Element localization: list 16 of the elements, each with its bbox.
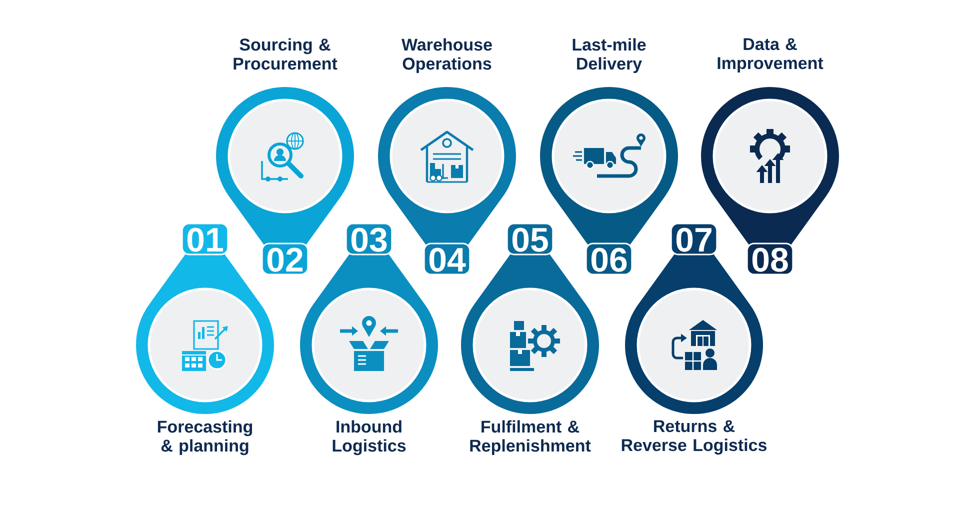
step-title: Forecasting & planning [158, 420, 252, 456]
step-number: 04 [423, 242, 471, 276]
step-number: 05 [506, 222, 554, 256]
step-number: 08 [746, 242, 794, 276]
step-title: Warehouse Operations [402, 38, 492, 74]
step-number: 07 [670, 222, 718, 256]
step-title: Last-mile Delivery [572, 38, 646, 74]
step-title: Fulfilment & Replenishment [470, 420, 591, 456]
step-number: 03 [345, 222, 393, 256]
step-number: 02 [261, 242, 309, 276]
step-title: Data & Improvement [718, 38, 824, 72]
step-title: Sourcing & Procurement [234, 38, 338, 70]
step-title: Returns & Reverse Logistics [622, 420, 767, 455]
step-title: Inbound Logistics [332, 420, 406, 456]
step-number: 06 [585, 242, 633, 276]
step-number: 01 [181, 222, 229, 256]
